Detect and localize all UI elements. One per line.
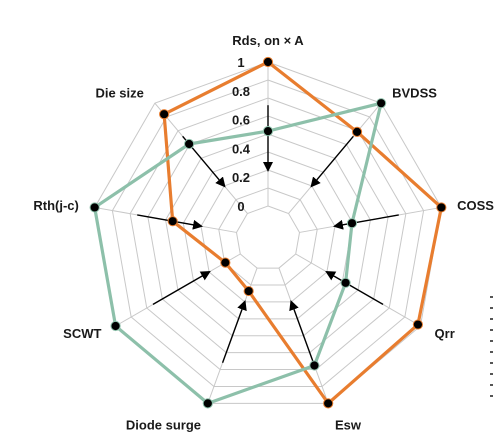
data-point (262, 126, 274, 137)
data-point (110, 320, 121, 332)
axis-label: SCWT (63, 326, 101, 341)
axis-label: Rth(j-c) (33, 198, 79, 213)
grid-ring (129, 97, 407, 371)
data-point (262, 56, 274, 68)
grid-ring (218, 187, 318, 286)
radial-tick-label: 0.8 (232, 84, 250, 99)
grid-ring (111, 79, 425, 387)
data-point (340, 277, 351, 288)
data-point (159, 109, 170, 120)
arrows-toward-center (137, 105, 399, 364)
series-line (162, 60, 443, 405)
axis-label: BVDSS (392, 85, 437, 100)
data-point (167, 216, 178, 227)
data-series (89, 56, 447, 409)
axis-label: Qrr (435, 326, 455, 341)
grid-ring (235, 205, 301, 269)
improvement-arrow (152, 271, 211, 306)
axis-label: Rds, on × A (232, 33, 304, 48)
axis-label: COSS (457, 198, 494, 213)
data-point (220, 257, 231, 268)
radial-tick-label: 0.6 (232, 113, 250, 128)
grid-ring (94, 61, 442, 404)
axis-labels: 0 0.2 0.4 0.6 0.8 1 Rds, on × A BVDSS COSS QrrEsw… (33, 33, 494, 433)
radial-tick-label: 0 (237, 199, 244, 214)
series-line (93, 101, 383, 405)
data-point (202, 398, 213, 409)
radial-tick-label: 1 (237, 55, 244, 70)
radial-tick-label: 0.4 (232, 141, 251, 156)
grid-ring (200, 169, 336, 303)
data-point (351, 126, 363, 137)
improvement-arrow (332, 214, 399, 230)
grid-ring (165, 133, 371, 337)
improvement-arrow (310, 135, 354, 188)
data-point (89, 202, 100, 213)
edge-marks (490, 296, 494, 406)
data-point (243, 285, 254, 297)
data-point (412, 319, 424, 330)
data-point (184, 138, 195, 150)
data-point (309, 360, 320, 371)
data-point (323, 398, 334, 409)
data-point (376, 98, 387, 109)
data-point (436, 202, 447, 213)
improvement-arrow (221, 300, 247, 364)
radial-tick-label: 0.2 (232, 170, 250, 185)
improvement-arrow (325, 271, 384, 306)
axis-label: Die size (95, 85, 143, 100)
axis-label: Esw (335, 418, 362, 433)
data-point (346, 218, 358, 229)
improvement-arrow (289, 300, 315, 364)
axis-label: Diode surge (126, 418, 201, 433)
